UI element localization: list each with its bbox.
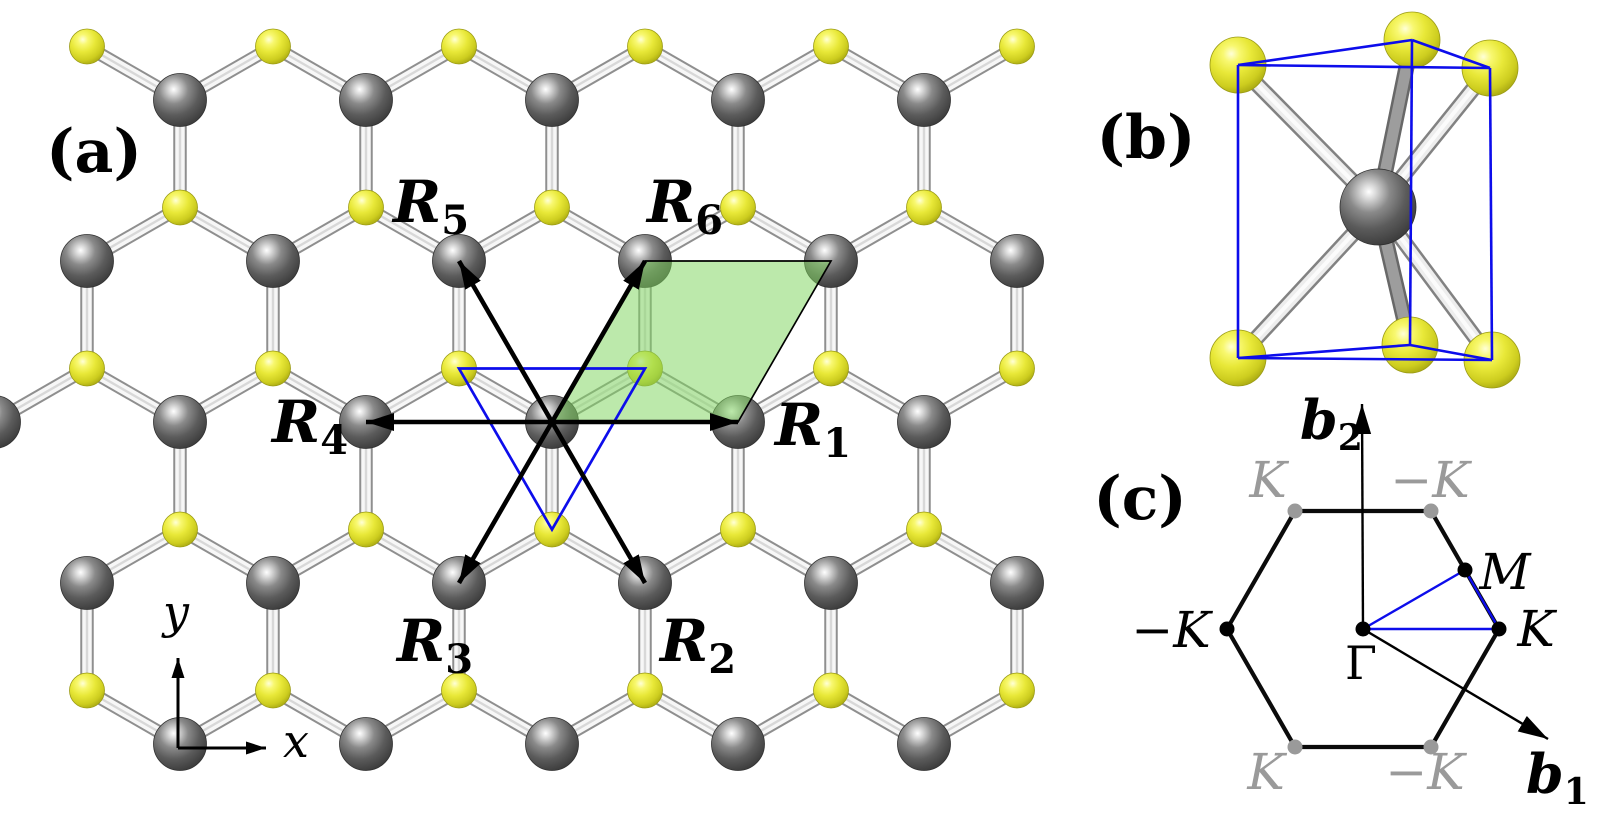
- vector-label-r6: R6: [645, 168, 723, 244]
- s-atom: [534, 189, 570, 226]
- prism-edge: [1237, 38, 1413, 67]
- s-atom: [162, 189, 198, 226]
- gamma-m-k-path: [1358, 568, 1502, 631]
- s-atom: [162, 511, 198, 548]
- mo-atom: [60, 234, 114, 288]
- s-atom: [69, 28, 105, 65]
- b2-axis-label: b2: [1300, 388, 1363, 459]
- b2-axis-arrow: [1353, 403, 1372, 630]
- bz-label-k-bottom-left: K: [1246, 743, 1287, 801]
- mo-atom: [711, 73, 765, 127]
- minus-k-point-dot-gray: [1423, 503, 1439, 519]
- s-atom: [627, 28, 663, 65]
- mo-atom: [153, 717, 207, 771]
- s-atom: [813, 28, 849, 65]
- mo-atom: [153, 395, 207, 449]
- vector-label-r4: R4: [270, 388, 348, 464]
- panel-b-trigonal-prism: [1209, 11, 1521, 389]
- s-atom: [906, 189, 942, 226]
- m-point-dot: [1457, 562, 1473, 578]
- prism-edge: [1411, 38, 1491, 70]
- y-axis-label: y: [161, 585, 190, 639]
- mo-atom: [60, 556, 114, 610]
- mo-atom: [804, 556, 858, 610]
- bz-label-k-top-left: K: [1248, 451, 1289, 509]
- mo-atom: [339, 717, 393, 771]
- mo-atom: [711, 717, 765, 771]
- vector-label-r2: R2: [658, 607, 736, 683]
- lattice-vector-arrow-r3: [457, 420, 554, 585]
- mo-atom: [153, 73, 207, 127]
- s-atom: [999, 672, 1035, 709]
- mo-atom: [897, 395, 951, 449]
- mo-atom: [339, 73, 393, 127]
- bz-label-minus-k-bottom-right: −K: [1385, 743, 1467, 801]
- minus-k-point-dot-gray: [1423, 739, 1439, 755]
- s-atom: [906, 511, 942, 548]
- minus-k-point-dot: [1219, 621, 1235, 637]
- s-atom: [255, 672, 291, 709]
- prism-edge: [1237, 356, 1493, 362]
- bz-label-m: M: [1478, 543, 1532, 601]
- lattice-vector-arrow-r5: [457, 259, 554, 424]
- mo-atom: [246, 234, 300, 288]
- s-atom: [348, 189, 384, 226]
- x-axis-label: x: [283, 714, 309, 768]
- lattice-vector-arrow-r2: [550, 420, 647, 585]
- mo-atom: [246, 556, 300, 610]
- mo-atom: [525, 73, 579, 127]
- s-atom: [441, 28, 477, 65]
- panel-c-brillouin-zone: [1219, 403, 1549, 755]
- s-atom: [69, 672, 105, 709]
- s-atom: [348, 511, 384, 548]
- lattice-vector-arrow-r6: [550, 259, 647, 424]
- s-atom: [720, 511, 756, 548]
- mo-atom: [990, 234, 1044, 288]
- panel-a-label: (a): [46, 117, 142, 187]
- k-point-dot-gray: [1287, 739, 1303, 755]
- k-point-dot-gray: [1287, 503, 1303, 519]
- vector-label-r5: R5: [391, 168, 469, 244]
- prism-edge: [1409, 343, 1493, 362]
- prism-edge: [1237, 63, 1491, 70]
- s-atom: [813, 350, 849, 387]
- s-atom: [441, 672, 477, 709]
- s-atom: [69, 350, 105, 387]
- s-atom: [999, 28, 1035, 65]
- s-atom: [999, 350, 1035, 387]
- prism-edge: [1237, 343, 1411, 360]
- b1-axis-arrow: [1362, 627, 1549, 741]
- s-atom: [255, 28, 291, 65]
- s-atom: [720, 189, 756, 226]
- s-atom: [627, 672, 663, 709]
- prism-edge: [1408, 39, 1414, 346]
- mo-atom: [0, 395, 21, 449]
- mo-atom: [990, 556, 1044, 610]
- sulfur-triangle-outline: [456, 367, 648, 533]
- panel-c-label: (c): [1093, 464, 1186, 534]
- panel-b-label: (b): [1097, 103, 1196, 173]
- b1-axis-label: b1: [1526, 742, 1589, 813]
- s-atom: [813, 672, 849, 709]
- mo-atom: [897, 717, 951, 771]
- mo-atom: [897, 73, 951, 127]
- bz-label-k-right: K: [1516, 600, 1557, 658]
- mo-atom: [1339, 168, 1417, 246]
- bz-label-minus-k-top-right: −K: [1390, 451, 1472, 509]
- k-point-dot: [1491, 621, 1507, 637]
- vector-label-r1: R1: [773, 391, 851, 467]
- bz-label-minus-k-left: −K: [1131, 601, 1213, 659]
- prism-edge: [1488, 67, 1494, 361]
- mo-atom: [525, 717, 579, 771]
- gamma-point-dot: [1355, 621, 1371, 637]
- vector-label-r3: R3: [395, 607, 473, 683]
- panel-a-lattice: [0, 28, 1044, 771]
- bz-label-gamma: Γ: [1345, 636, 1377, 690]
- s-atom: [255, 350, 291, 387]
